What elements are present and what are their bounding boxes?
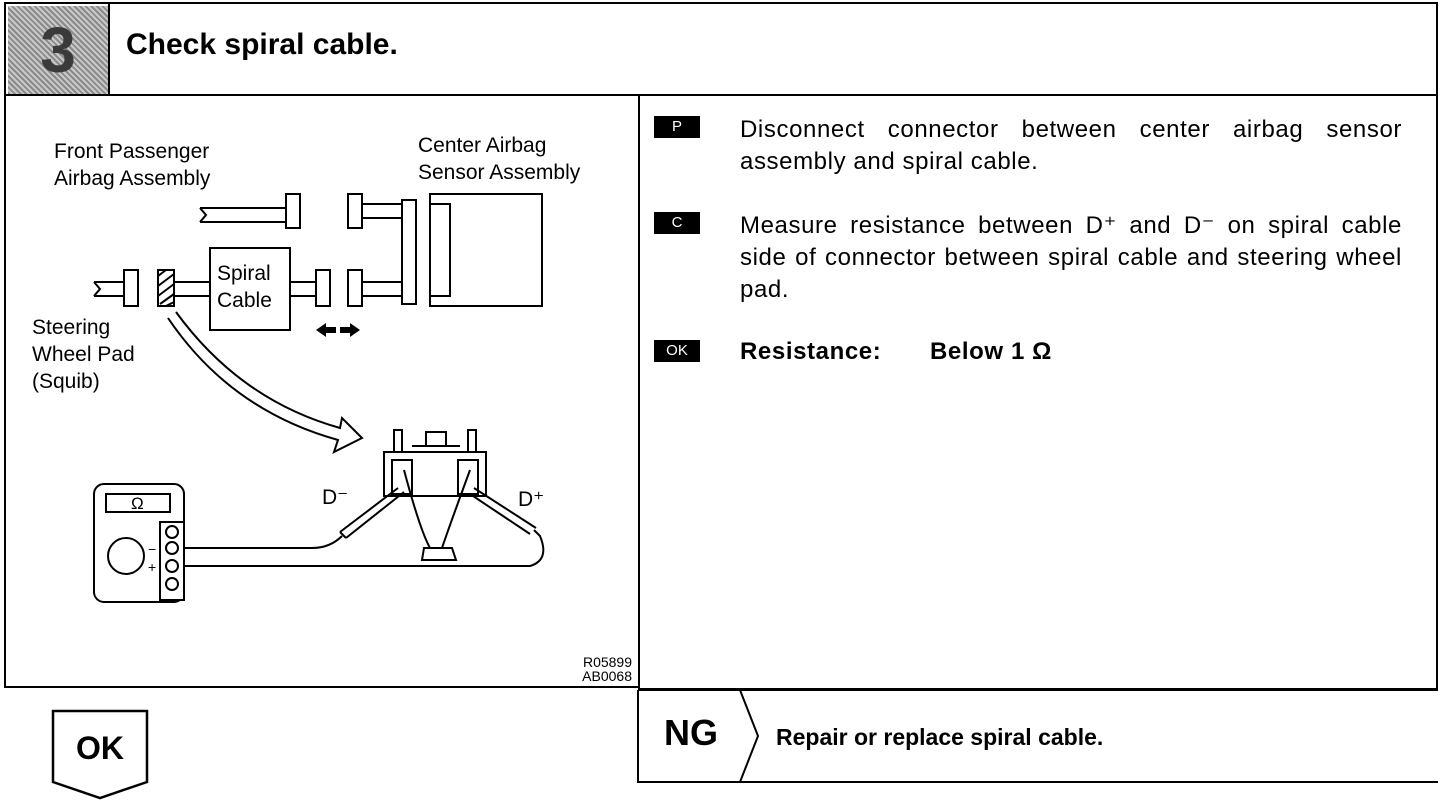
instruction-c-text: Measure resistance between D⁺ and D⁻ on … [740,212,1402,303]
passenger-wire [199,207,286,223]
ng-result-label: NG [664,712,718,753]
tag-c: C [654,212,700,234]
probe-minus [339,487,405,539]
ohmmeter-display [105,493,171,513]
label-steering-wheel-pad: Steering Wheel Pad (Squib) [32,316,135,393]
label-d-minus: D⁻ [322,486,349,509]
tag-p: P [654,116,700,138]
ng-result-box [637,689,1438,783]
figure-code-2: AB0068 [582,668,632,684]
label-d-plus: D⁺ [518,488,545,511]
meter-plus-sign: + [148,559,157,575]
step-number-badge: 3 [8,6,108,94]
meter-minus-sign: − [148,541,157,557]
closeup-connector [383,451,487,497]
sensor-connector-top [347,193,363,229]
ohmmeter-dial [107,537,145,575]
resistance-label: Resistance: [740,338,882,365]
steering-pad-wire [93,281,124,297]
lead-minus [184,535,343,549]
ok-result-shape [51,709,149,800]
page-title: Check spiral cable. [126,28,398,61]
label-spiral-cable: Spiral Cable [217,262,272,312]
instruction-panel [638,94,1438,690]
figure-code-1: R05899 [582,654,632,670]
wiring-diagram [93,193,545,603]
tag-ok: OK [654,340,700,362]
header-divider [108,2,110,96]
pointer-arrow-icon [167,311,364,454]
spiral-cable-box [209,247,291,331]
spiral-cable-connector [315,269,331,307]
ok-result-label: OK [76,730,124,766]
steering-pad-connector [123,269,139,307]
label-front-passenger: Front Passenger Airbag Assembly [54,140,211,190]
sensor-harness-plate [401,199,417,305]
ohm-symbol: Ω [131,494,144,513]
ng-result-action: Repair or replace spiral cable. [776,724,1104,750]
resistance-value: Below 1 Ω [930,338,1053,365]
lead-plus [184,529,545,567]
sensor-connector-bottom [347,269,363,307]
center-sensor-body [429,193,543,307]
probe-plus [469,487,537,535]
passenger-connector [285,193,301,229]
instruction-p-text: Disconnect connector between center airb… [740,116,1402,175]
label-center-sensor: Center Airbag Sensor Assembly [418,134,581,184]
double-arrow-icon [316,323,360,337]
